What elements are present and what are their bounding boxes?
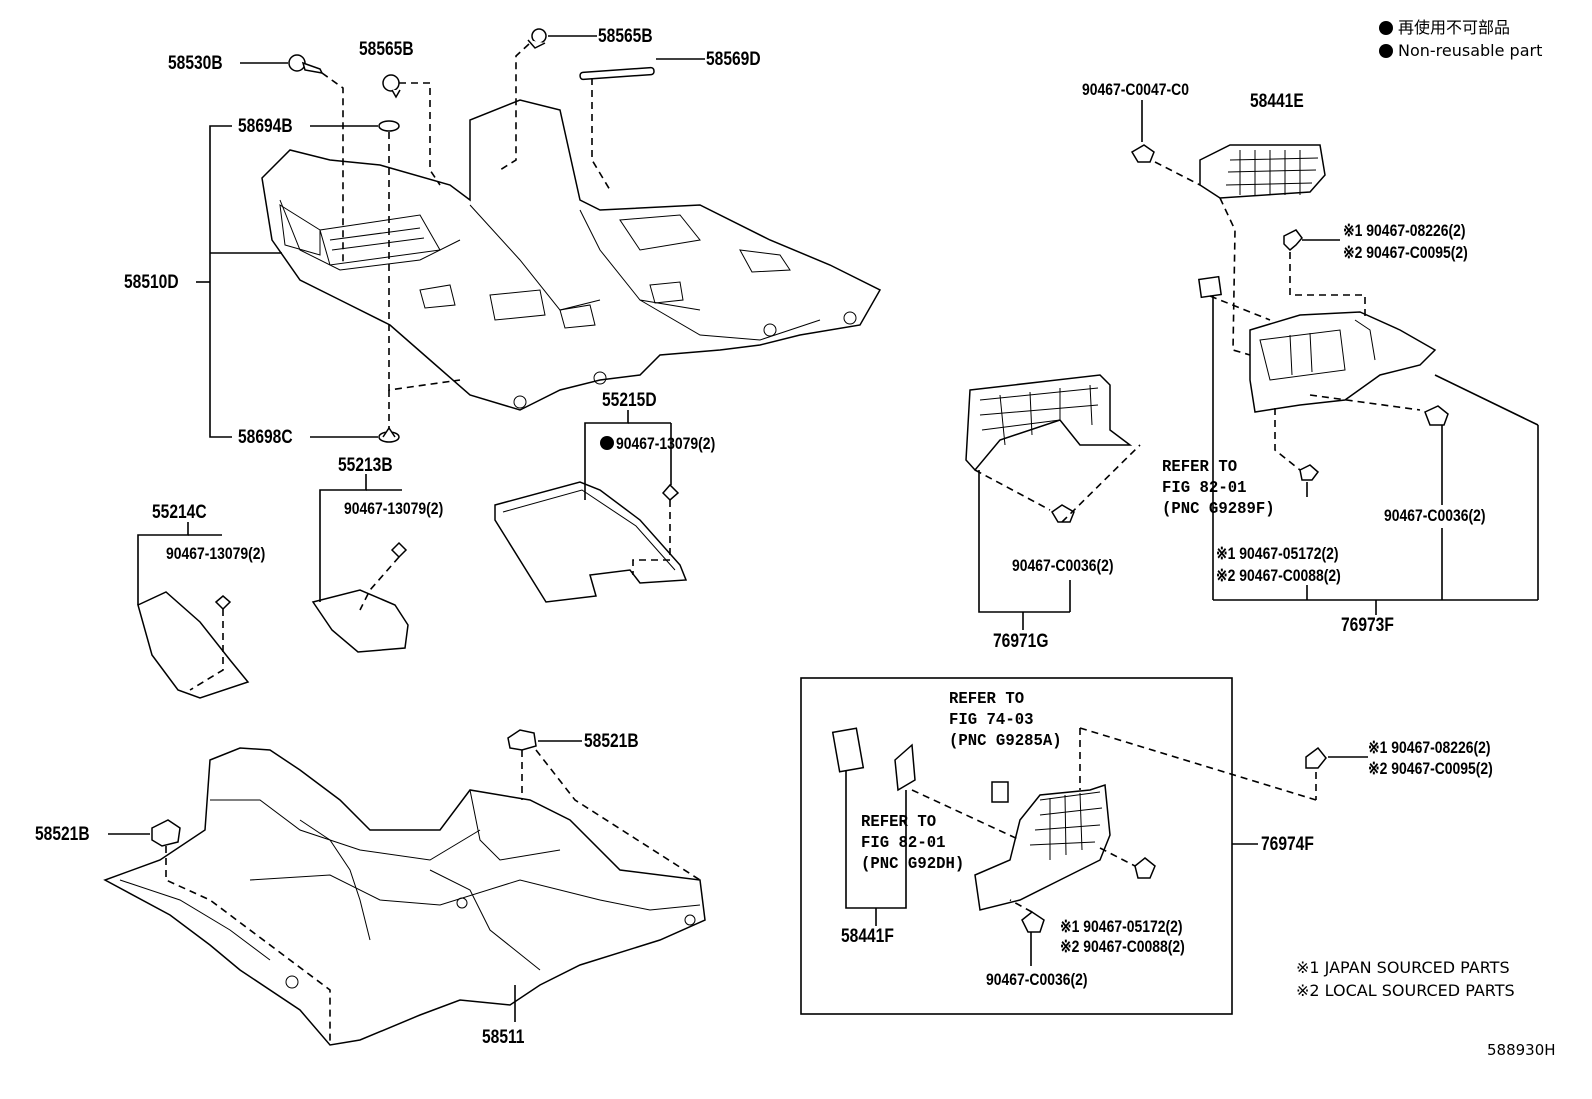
- mat-55213B-drawing: [311, 541, 409, 653]
- label-58698C[interactable]: 58698C: [238, 427, 293, 448]
- label-55213B-clip[interactable]: 90467-13079(2): [344, 499, 444, 518]
- label-58510D[interactable]: 58510D: [124, 272, 179, 293]
- label-C0088-top[interactable]: ※2 90467-C0088(2): [1216, 566, 1341, 585]
- label-58521B-left[interactable]: 58521B: [35, 824, 90, 845]
- footnote-local-sourced: ※2 LOCAL SOURCED PARTS: [1296, 981, 1515, 1000]
- label-55214C-clip[interactable]: 90467-13079(2): [166, 544, 266, 563]
- label-58521B-right[interactable]: 58521B: [584, 731, 639, 752]
- footnote-japan-sourced: ※1 JAPAN SOURCED PARTS: [1296, 958, 1510, 977]
- label-76974F-clip[interactable]: 90467-C0036(2): [986, 970, 1088, 989]
- mat-55215D-leaders: [584, 410, 672, 575]
- trim-76971G-drawing: [965, 374, 1133, 523]
- label-58530B[interactable]: 58530B: [168, 53, 223, 74]
- trim-58441E-drawing: [1130, 144, 1326, 199]
- label-58441F[interactable]: 58441F: [841, 926, 894, 947]
- label-C0088-bottom[interactable]: ※2 90467-C0088(2): [1060, 937, 1185, 956]
- mat-55213B-leaders: [319, 474, 402, 611]
- label-08226-top[interactable]: ※1 90467-08226(2): [1343, 221, 1466, 240]
- mat-55215D-drawing: [494, 481, 688, 603]
- rear-carpet-clips: [151, 729, 537, 847]
- legend-dot-jp: [1379, 21, 1393, 35]
- trim-76971G-leaders: [974, 444, 1141, 630]
- label-55215D[interactable]: 55215D: [602, 390, 657, 411]
- legend-dot-en: [1379, 44, 1393, 58]
- label-55214C[interactable]: 55214C: [152, 502, 207, 523]
- rear-carpet-leaders: [108, 740, 701, 1045]
- legend-text-jp: 再使用不可部品: [1398, 18, 1511, 37]
- label-76971G-clip[interactable]: 90467-C0036(2): [1012, 556, 1114, 575]
- label-90467-C0047-C0[interactable]: 90467-C0047-C0: [1082, 80, 1189, 99]
- trim-76974F-drawing: [831, 727, 1327, 933]
- label-05172-top[interactable]: ※1 90467-05172(2): [1216, 544, 1339, 563]
- trim-76973F-drawing: [1197, 229, 1449, 481]
- label-58694B[interactable]: 58694B: [238, 116, 293, 137]
- mat-55214C-leaders: [137, 522, 224, 691]
- trim-76974F-leaders: [845, 727, 1368, 966]
- label-58511[interactable]: 58511: [482, 1027, 525, 1048]
- mat-55214C-drawing: [137, 591, 250, 699]
- non-reusable-dot: [600, 436, 614, 450]
- label-55213B[interactable]: 55213B: [338, 455, 393, 476]
- legend-text-en: Non-reusable part: [1398, 41, 1543, 60]
- label-05172-bottom[interactable]: ※1 90467-05172(2): [1060, 917, 1183, 936]
- front-floor-carpet-drawing: [261, 99, 882, 411]
- label-08226-bottom[interactable]: ※1 90467-08226(2): [1368, 738, 1491, 757]
- label-58569D[interactable]: 58569D: [706, 49, 761, 70]
- label-C0095-bottom[interactable]: ※2 90467-C0095(2): [1368, 759, 1493, 778]
- rear-floor-carpet-drawing: [103, 747, 706, 1046]
- label-76974F[interactable]: 76974F: [1261, 834, 1314, 855]
- label-C0095-top[interactable]: ※2 90467-C0095(2): [1343, 243, 1468, 262]
- ref-fig-82-01-G92DH[interactable]: REFER TO FIG 82-01 (PNC G92DH): [861, 813, 965, 874]
- detail-box-76974F: [800, 677, 1233, 1015]
- label-76973F[interactable]: 76973F: [1341, 615, 1394, 636]
- label-76973F-clip[interactable]: 90467-C0036(2): [1384, 506, 1486, 525]
- trim-76973F-leaders: [1141, 100, 1539, 615]
- label-76971G[interactable]: 76971G: [993, 631, 1049, 652]
- front-carpet-leader-lines: [196, 35, 705, 438]
- front-carpet-fasteners: [288, 28, 655, 443]
- ref-fig-82-01-G9289F[interactable]: REFER TO FIG 82-01 (PNC G9289F): [1162, 458, 1275, 519]
- label-58565B-left[interactable]: 58565B: [359, 39, 414, 60]
- ref-fig-74-03-G9285A[interactable]: REFER TO FIG 74-03 (PNC G9285A): [949, 690, 1062, 751]
- figure-id: 588930H: [1487, 1041, 1556, 1059]
- label-58565B-right[interactable]: 58565B: [598, 26, 653, 47]
- label-58441E[interactable]: 58441E: [1250, 91, 1304, 112]
- label-55215D-clip[interactable]: 90467-13079(2): [616, 434, 716, 453]
